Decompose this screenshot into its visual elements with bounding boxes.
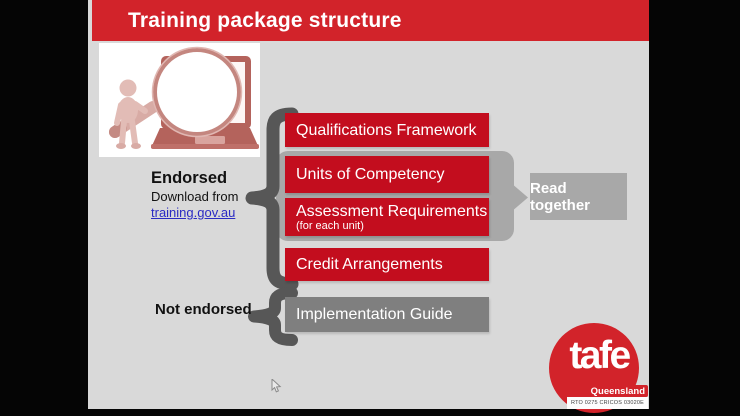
box-label: Qualifications Framework: [296, 121, 477, 139]
box-label: Implementation Guide: [296, 306, 453, 323]
read-together-box: Read together: [530, 173, 627, 220]
tafe-logo-brand: tafe: [569, 334, 631, 377]
page-title: Training package structure: [128, 8, 402, 32]
box-label: Assessment Requirements: [296, 202, 488, 220]
not-endorsed-label: Not endorsed: [155, 301, 252, 318]
box-label: Credit Arrangements: [296, 256, 443, 273]
person-figure-icon: [114, 79, 148, 149]
slide: Training package structure: [88, 0, 649, 409]
magnifier-laptop-icon: [109, 46, 259, 149]
box-label: Units of Competency: [296, 166, 445, 183]
endorsed-annotation: Endorsed Download from training.gov.au: [151, 169, 271, 222]
credit-arrangements-box: Credit Arrangements: [285, 248, 489, 281]
title-banner: Training package structure: [92, 0, 649, 41]
tafe-logo-region: Queensland: [586, 385, 648, 397]
implementation-guide-box: Implementation Guide: [285, 297, 489, 332]
endorsed-label: Endorsed: [151, 169, 228, 187]
assessment-requirements-box: Assessment Requirements (for each unit): [285, 198, 489, 236]
download-from-text: Download from: [151, 189, 239, 204]
qualifications-framework-box: Qualifications Framework: [285, 113, 489, 147]
magnifier-laptop-image: [99, 43, 260, 157]
training-gov-au-link[interactable]: training.gov.au: [151, 205, 236, 220]
mouse-cursor-icon: [271, 379, 282, 393]
read-together-label: Read together: [530, 179, 590, 214]
tafe-logo-codes: RTO 0275 CRICOS 03020E: [567, 397, 648, 409]
units-of-competency-box: Units of Competency: [285, 156, 489, 193]
box-sublabel: (for each unit): [296, 219, 364, 232]
